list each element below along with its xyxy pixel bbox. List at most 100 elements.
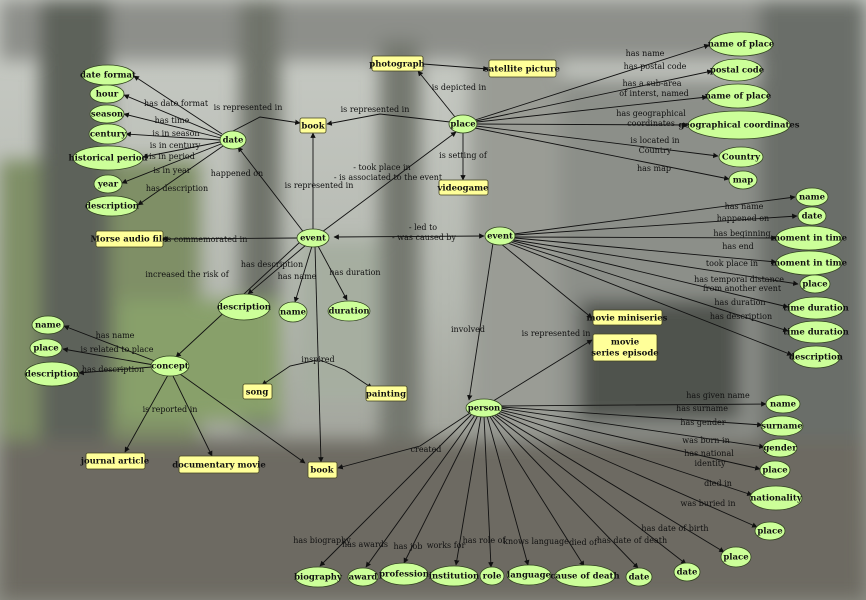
node-label: event <box>487 232 513 242</box>
node-book-bottom: book <box>307 461 338 479</box>
node-label: century <box>90 130 127 140</box>
edge-label-born-in: was born in <box>682 436 729 445</box>
edge-label-has-map: has map <box>637 164 671 173</box>
node-label: painting <box>366 390 406 400</box>
node-label: postal code <box>710 66 765 76</box>
edge-er-duration1 <box>512 240 789 309</box>
node-label: description <box>217 303 271 313</box>
node-label: date <box>677 568 698 578</box>
node-person: person <box>465 398 503 418</box>
edge-label-role: has role of <box>463 536 507 545</box>
edge-label-event-description: has description <box>241 260 303 269</box>
edge-label-happened-on: happened on <box>211 169 263 178</box>
edge-label-commemorated: is commemorated in <box>165 235 248 244</box>
node-label: name <box>799 193 826 203</box>
node-label: historical period <box>68 154 147 164</box>
edge-p-award <box>365 414 476 568</box>
edge-person-episode <box>489 339 593 404</box>
node-label: description <box>25 370 79 380</box>
node-label: surname <box>761 422 803 432</box>
edge-p-cause <box>488 414 585 567</box>
node-label: date <box>223 136 244 146</box>
node-label: event <box>300 234 326 244</box>
node-label-line-1: movie <box>611 338 640 348</box>
node-label: name of place <box>708 40 775 50</box>
node-map: map <box>728 170 758 190</box>
node-label: place <box>762 466 788 476</box>
node-movie-miniseries: movie miniseries <box>587 309 668 326</box>
edge-label-c-name: has name <box>96 331 135 340</box>
edge-photo-satellite <box>422 63 489 72</box>
edge-inspired-painting <box>319 359 373 389</box>
node-event-left: event <box>296 228 330 248</box>
edge-label-er-temporal-2: from another event <box>703 284 782 293</box>
edge-label-event-duration: has duration <box>329 268 380 277</box>
edge-place-photograph <box>417 70 456 118</box>
node-label-line-2: series episode <box>591 349 659 359</box>
edge-er-person <box>467 242 494 401</box>
edge-concept-name <box>63 325 161 364</box>
edge-p-nationality <box>497 410 753 497</box>
node-label: time duration <box>783 328 849 338</box>
node-place: place <box>448 114 478 134</box>
node-p-death-place: place <box>754 521 786 541</box>
edge-label-works-for: works for <box>427 541 466 550</box>
edge-label-located-1: is located in <box>630 136 679 145</box>
node-date-description: description <box>85 195 139 217</box>
edge-label-located-2: Country <box>639 146 672 155</box>
edge-label-created: created <box>411 445 442 454</box>
edges <box>62 43 799 569</box>
node-p-role: role <box>479 566 505 586</box>
node-p-nationality: nationality <box>749 485 803 511</box>
edge-label-er-description: has description <box>710 312 772 321</box>
edge-label-took-place-1: - took place in <box>353 163 410 172</box>
edge-label-date-description: has description <box>146 184 208 193</box>
edge-er-begin <box>514 235 777 241</box>
node-er-date: date <box>797 206 827 226</box>
node-painting: painting <box>365 385 408 402</box>
edge-label-caused-by: - was caused by <box>392 233 457 242</box>
edge-label-event-represented: is represented in <box>285 181 354 190</box>
edge-label-subarea-1: has a sub-area <box>622 79 681 88</box>
node-label: Morse audio file <box>90 235 168 245</box>
edge-label-national-1: has national <box>684 449 734 458</box>
node-label: place <box>757 527 783 537</box>
edge-er-place <box>513 239 799 286</box>
node-p-gender: gender <box>762 438 798 458</box>
edge-event-place <box>321 131 457 233</box>
edge-label-involved: involved <box>451 325 485 334</box>
node-label: nationality <box>750 494 803 504</box>
edge-label-setting-of: is setting of <box>439 151 488 160</box>
node-label: time duration <box>783 304 849 314</box>
node-label: season <box>91 110 123 120</box>
edge-p-profession <box>403 414 479 564</box>
node-label: videogame <box>436 184 489 194</box>
node-label: award <box>349 573 378 583</box>
edge-p-role <box>483 415 494 568</box>
edge-date-description <box>137 145 224 206</box>
edge-er-description <box>507 242 793 356</box>
edge-label-er-happened: happened on <box>717 214 769 223</box>
node-label: gender <box>763 444 797 454</box>
edge-label-date-birth: has date of birth <box>641 524 708 533</box>
edge-event-book-bottom <box>314 245 324 463</box>
node-documentary-movie: documentary movie <box>172 455 266 474</box>
edge-p-biography <box>319 413 473 567</box>
edge-label-er-end: has end <box>722 242 754 251</box>
edge-label-given-name: has given name <box>686 391 750 400</box>
node-er-end: moment in time <box>771 250 848 276</box>
edge-date-book <box>232 116 301 132</box>
node-label: institution <box>429 572 479 582</box>
node-label: description <box>85 202 139 212</box>
node-label: name <box>770 400 797 410</box>
edge-er-miniseries <box>499 242 593 319</box>
edge-label-job: has job <box>394 542 423 551</box>
node-book-top: book <box>299 117 327 134</box>
node-label: place <box>802 280 828 290</box>
edge-labels: has date format has time is in season is… <box>81 49 785 551</box>
edge-inspired-song <box>261 359 318 386</box>
node-c-place: place <box>29 338 63 358</box>
edge-er-date <box>514 213 798 236</box>
node-p-language: language <box>506 564 552 586</box>
edge-label-increased-risk: increased the risk of <box>145 270 229 279</box>
